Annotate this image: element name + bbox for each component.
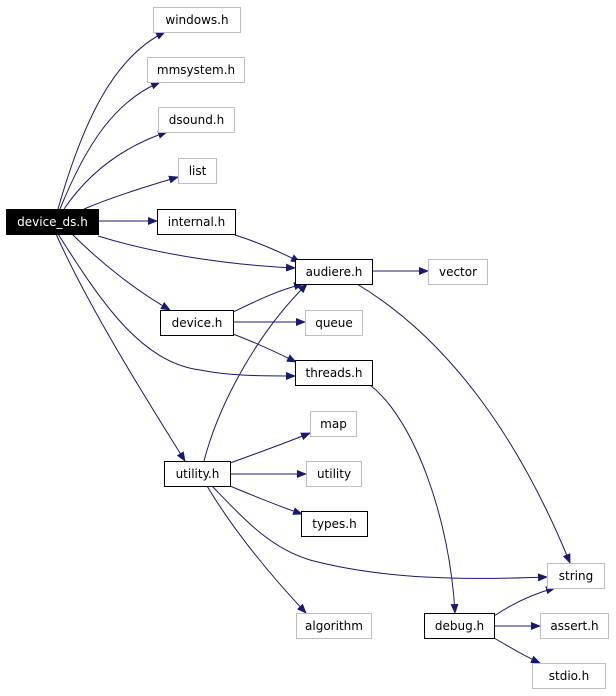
node-types[interactable]: types.h — [301, 511, 368, 537]
node-vector[interactable]: vector — [428, 259, 488, 285]
node-label: string — [559, 569, 593, 583]
node-box — [301, 511, 368, 537]
node-label: threads.h — [305, 366, 362, 380]
edge-audiere-to-string — [356, 283, 571, 564]
edge-device_ds-to-windows — [57, 31, 166, 210]
node-box — [547, 563, 605, 589]
node-label: stdio.h — [549, 669, 589, 683]
node-label: mmsystem.h — [157, 63, 235, 77]
node-windows[interactable]: windows.h — [153, 7, 241, 33]
edge-device_ds-to-device — [71, 233, 171, 311]
node-label: list — [189, 164, 207, 178]
node-label: audiere.h — [306, 265, 363, 279]
node-label: queue — [315, 316, 353, 330]
node-label: map — [320, 417, 347, 431]
node-box — [295, 360, 373, 386]
edge-utility_h-to-map — [229, 432, 311, 464]
node-label: windows.h — [165, 13, 228, 27]
node-box — [424, 613, 495, 639]
node-device_ds[interactable]: device_ds.h — [6, 209, 99, 235]
node-label: internal.h — [168, 215, 225, 229]
edge-device-to-audiere — [232, 282, 304, 313]
node-audiere[interactable]: audiere.h — [295, 259, 373, 285]
node-debug[interactable]: debug.h — [424, 613, 495, 639]
node-assert[interactable]: assert.h — [540, 613, 609, 639]
node-box — [147, 57, 245, 83]
edge-device_ds-to-audiere — [97, 235, 296, 272]
node-box — [164, 461, 231, 487]
node-utility[interactable]: utility — [306, 461, 362, 487]
node-label: assert.h — [550, 619, 598, 633]
edge-device_ds-to-dsound — [63, 131, 168, 210]
node-internal[interactable]: internal.h — [157, 209, 236, 235]
edge-device-to-threads — [232, 333, 297, 363]
node-label: device.h — [172, 316, 223, 330]
edge-device_ds-to-list — [83, 175, 179, 210]
node-queue[interactable]: queue — [305, 310, 363, 336]
node-label: types.h — [312, 517, 356, 531]
node-label: utility.h — [176, 467, 220, 481]
node-utility_h[interactable]: utility.h — [164, 461, 231, 487]
node-box — [157, 209, 236, 235]
node-box — [153, 7, 241, 33]
node-map[interactable]: map — [310, 411, 357, 437]
node-box — [6, 209, 99, 235]
node-string[interactable]: string — [547, 563, 605, 589]
node-box — [158, 107, 235, 133]
edge-debug-to-stdio — [493, 637, 541, 664]
node-stdio[interactable]: stdio.h — [532, 663, 606, 689]
node-list[interactable]: list — [178, 158, 217, 184]
node-label: algorithm — [305, 619, 363, 633]
node-box — [428, 259, 488, 285]
node-label: utility — [317, 467, 351, 481]
node-device[interactable]: device.h — [160, 310, 234, 336]
node-box — [305, 310, 363, 336]
edge-utility_h-to-audiere — [203, 283, 308, 462]
node-box — [540, 613, 609, 639]
node-label: device_ds.h — [17, 215, 88, 229]
node-label: dsound.h — [169, 113, 224, 127]
node-dsound[interactable]: dsound.h — [158, 107, 235, 133]
node-box — [306, 461, 362, 487]
node-box — [296, 613, 372, 639]
edge-debug-to-string — [493, 586, 556, 617]
edge-device_ds-to-utility_h — [55, 233, 186, 462]
edge-utility_h-to-algorithm — [206, 485, 307, 614]
edge-device_ds-to-threads — [57, 233, 296, 380]
node-box — [178, 158, 217, 184]
node-mmsystem[interactable]: mmsystem.h — [147, 57, 245, 83]
edge-utility_h-to-types — [229, 485, 303, 515]
node-label: debug.h — [435, 619, 484, 633]
node-box — [532, 663, 606, 689]
node-algorithm[interactable]: algorithm — [296, 613, 372, 639]
node-box — [295, 259, 373, 285]
edge-utility_h-to-string — [211, 485, 548, 582]
edge-device_ds-to-mmsystem — [59, 81, 161, 210]
node-box — [160, 310, 234, 336]
node-threads[interactable]: threads.h — [295, 360, 373, 386]
edge-internal-to-audiere — [234, 234, 301, 263]
node-box — [310, 411, 357, 437]
edge-threads-to-debug — [369, 384, 459, 614]
node-label: vector — [439, 265, 477, 279]
